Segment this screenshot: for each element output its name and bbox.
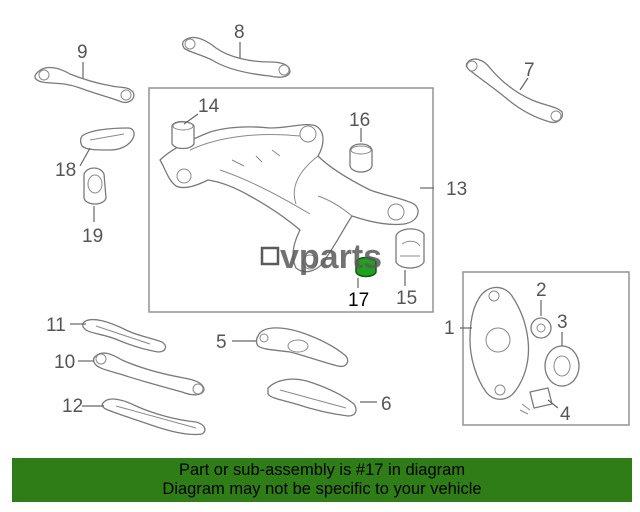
callout-14: 14 <box>198 96 220 117</box>
part-10-control-arm[interactable] <box>92 352 205 396</box>
callout-2: 2 <box>536 280 547 301</box>
knuckle-group-box <box>462 271 630 426</box>
part-15-mount[interactable] <box>395 228 425 269</box>
parts-diagram: vparts 9 8 7 18 19 14 16 13 15 17 2 3 1 … <box>34 22 630 436</box>
callout-5: 5 <box>216 332 227 353</box>
callout-15: 15 <box>396 288 417 309</box>
part-9-control-arm[interactable] <box>34 66 135 104</box>
callout-18: 18 <box>55 160 76 181</box>
callout-11: 11 <box>46 315 66 336</box>
part-6-shield[interactable] <box>267 378 357 417</box>
vparts-watermark-logo: vparts <box>260 238 382 276</box>
part-1-knuckle[interactable] <box>469 286 530 400</box>
part-2-bushing[interactable] <box>530 317 552 339</box>
subframe-group-box <box>148 87 434 313</box>
callout-6: 6 <box>381 394 392 415</box>
callout-8: 8 <box>234 22 245 43</box>
callout-16: 16 <box>349 110 370 131</box>
info-banner: Part or sub-assembly is #17 in diagram D… <box>12 458 632 502</box>
callout-9: 9 <box>77 42 88 63</box>
part-11-link[interactable] <box>82 318 167 353</box>
part-7-lateral-arm[interactable] <box>465 58 564 124</box>
part-12-bracket[interactable] <box>101 398 206 436</box>
callout-1: 1 <box>444 318 455 339</box>
callout-3: 3 <box>557 312 568 333</box>
part-17-bushing-highlighted[interactable] <box>355 256 377 278</box>
part-8-upper-link[interactable] <box>181 36 291 78</box>
callout-12: 12 <box>62 396 83 417</box>
part-13-subframe[interactable] <box>159 123 419 273</box>
callout-4: 4 <box>560 404 571 425</box>
part-16-bushing[interactable] <box>349 143 373 173</box>
callout-7: 7 <box>524 60 535 81</box>
callout-19: 19 <box>82 226 103 247</box>
part-19-mount[interactable] <box>83 167 107 205</box>
banner-line-2: Diagram may not be specific to your vehi… <box>162 480 482 498</box>
part-18-bracket[interactable] <box>79 127 135 151</box>
part-5-control-arm[interactable] <box>255 327 349 368</box>
callout-13: 13 <box>446 179 467 200</box>
part-4-bracket[interactable] <box>519 387 553 415</box>
part-3-hub[interactable] <box>544 345 580 387</box>
callout-10: 10 <box>54 352 75 373</box>
callout-17: 17 <box>348 290 369 311</box>
part-14-bushing[interactable] <box>171 120 195 150</box>
highlighted-part-shape <box>355 256 377 278</box>
svg-text:vparts: vparts <box>280 238 382 276</box>
banner-line-1: Part or sub-assembly is #17 in diagram <box>178 461 466 479</box>
leader-lines <box>70 42 563 409</box>
